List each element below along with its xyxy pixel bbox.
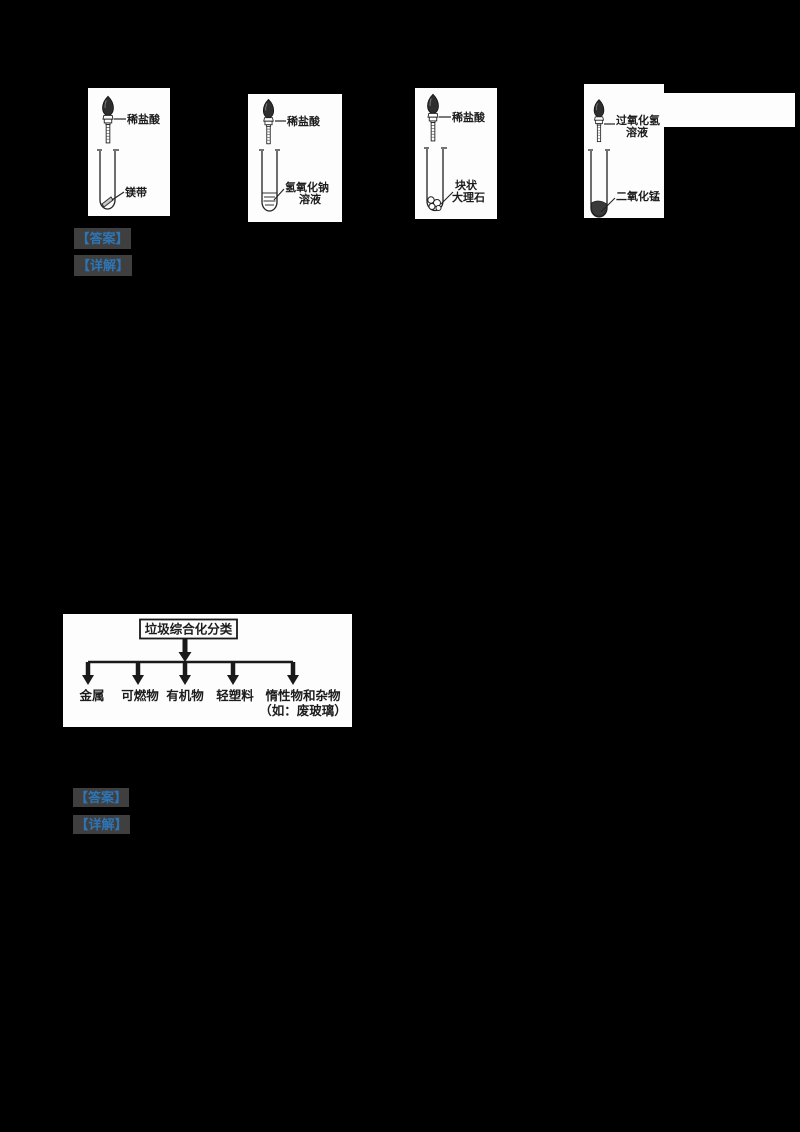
figure-marble-hcl: 稀盐酸 块状 大理石 <box>424 93 486 212</box>
liquid-icon <box>262 192 277 206</box>
dropper-label: 稀盐酸 <box>287 114 321 128</box>
figure-h2o2-label-strip <box>664 93 795 127</box>
analysis-tag: 【详解】 <box>73 815 130 834</box>
flowchart-branch-label: 金属 <box>78 688 104 703</box>
answer-tag: 【答案】 <box>73 788 129 807</box>
tube-content-label: 镁带 <box>125 185 147 199</box>
garbage-classification-flowchart: 垃圾综合化分类 金属 可燃物 有机物 轻塑料 惰性物和杂物 （如：废玻璃） <box>78 618 347 718</box>
label-leader-line <box>273 188 285 201</box>
magnesium-ribbon-icon <box>101 196 114 208</box>
dropper-label-line2: 溶液 <box>626 125 649 139</box>
figure-h2o2-mno2-panel: 过氧化氢 溶液 二氧化锰 <box>584 84 664 218</box>
flowchart-branch-label: 可燃物 <box>121 688 159 703</box>
flowchart-root-arrow-icon <box>178 639 192 662</box>
tube-content-label: 氢氧化钠 <box>285 180 329 194</box>
tube-content-label-line2: 溶液 <box>299 192 322 206</box>
tube-content-label-line2: 大理石 <box>452 190 485 204</box>
dropper-label: 稀盐酸 <box>127 112 161 126</box>
figure-naoh-hcl-panel: 稀盐酸 氢氧化钠 溶液 <box>248 94 342 222</box>
flowchart-branch-label: 惰性物和杂物 <box>265 688 341 703</box>
flowchart-branch-arrows-icon <box>82 662 299 685</box>
answer-tag: 【答案】 <box>74 228 131 249</box>
figure-marble-hcl-panel: 稀盐酸 块状 大理石 <box>415 88 497 219</box>
figure-mg-hcl-panel: 稀盐酸 镁带 <box>88 88 170 216</box>
flowchart-root-box <box>139 618 238 640</box>
flowchart-root-label: 垃圾综合化分类 <box>145 622 233 637</box>
test-tube-icon <box>259 149 280 212</box>
analysis-tag: 【详解】 <box>74 255 132 276</box>
dropper-icon <box>427 93 439 142</box>
marble-lumps-icon <box>427 196 442 211</box>
figure-mg-hcl: 稀盐酸 镁带 <box>97 95 161 210</box>
dropper-icon <box>262 98 275 145</box>
tube-content-label: 二氧化锰 <box>616 189 660 203</box>
dropper-label: 过氧化氢 <box>616 113 660 127</box>
label-leader-line <box>111 191 125 201</box>
dropper-icon <box>593 99 605 143</box>
mno2-powder-icon <box>591 200 607 217</box>
label-leader-line <box>440 191 454 205</box>
tube-content-label: 块状 <box>455 178 478 192</box>
test-tube-icon <box>588 149 610 218</box>
flowchart-note-label: （如：废玻璃） <box>259 703 347 718</box>
label-leader-line <box>600 197 616 213</box>
dropper-icon <box>102 95 114 144</box>
figure-naoh-hcl: 稀盐酸 氢氧化钠 溶液 <box>259 98 329 212</box>
figure-h2o2-mno2: 过氧化氢 溶液 二氧化锰 <box>588 99 660 218</box>
test-tube-icon <box>97 149 119 210</box>
flowchart-branch-label: 轻塑料 <box>216 688 254 703</box>
flowchart-panel: 垃圾综合化分类 金属 可燃物 有机物 轻塑料 惰性物和杂物 （如：废玻璃） <box>63 614 352 727</box>
dropper-label: 稀盐酸 <box>452 110 486 124</box>
flowchart-branch-label: 有机物 <box>166 688 204 703</box>
